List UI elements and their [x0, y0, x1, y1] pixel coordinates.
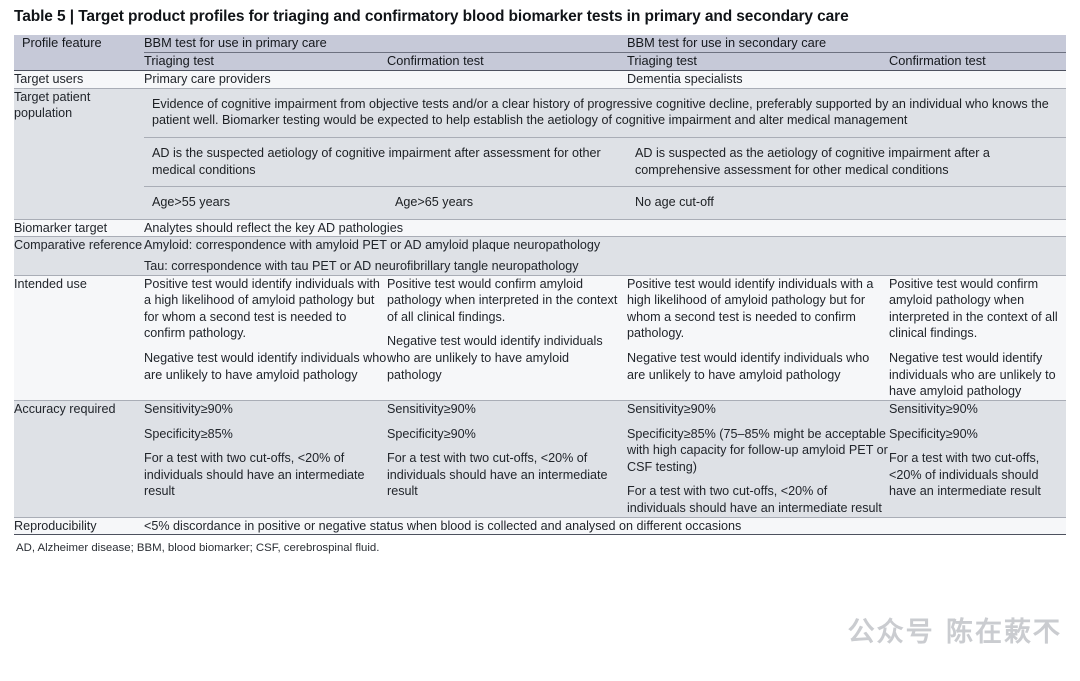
accuracy-cutoff-note: For a test with two cut-offs, <20% of in… — [387, 451, 608, 499]
cell-accuracy-primary-triaging: Sensitivity≥90% Specificity≥85% For a te… — [144, 399, 387, 518]
row-label-target-patient-population: Target patient population — [14, 87, 144, 220]
table-row-accuracy-required: Accuracy required Sensitivity≥90% Specif… — [14, 399, 1066, 518]
accuracy-sensitivity: Sensitivity≥90% — [387, 401, 476, 416]
cell-comparative-reference-content: Amyloid: correspondence with amyloid PET… — [144, 236, 1066, 276]
header-profile-feature: Profile feature — [14, 35, 144, 71]
accuracy-cutoff-note: For a test with two cut-offs, <20% of in… — [889, 451, 1041, 499]
cell-accuracy-secondary-confirmation: Sensitivity≥90% Specificity≥90% For a te… — [889, 399, 1066, 518]
header-subgroup-row: Triaging test Confirmation test Triaging… — [14, 52, 1066, 71]
comparative-reference-tau: Tau: correspondence with tau PET or AD n… — [144, 259, 579, 274]
header-group-secondary-care: BBM test for use in secondary care — [627, 35, 1066, 54]
cell-target-patient-population-content: Evidence of cognitive impairment from ob… — [144, 87, 1067, 220]
intended-use-negative-text: Negative test would identify individuals… — [889, 351, 1056, 399]
row-label-comparative-reference: Comparative reference — [14, 236, 144, 276]
cell-biomarker-target-content: Analytes should reflect the key AD patho… — [144, 218, 1066, 237]
table-row-intended-use: Intended use Positive test would identif… — [14, 274, 1066, 401]
intended-use-positive-text: Positive test would confirm amyloid path… — [889, 276, 1058, 341]
header-primary-triaging-test: Triaging test — [144, 52, 387, 71]
accuracy-cutoff-note: For a test with two cut-offs, <20% of in… — [627, 484, 882, 515]
table-header: Profile feature BBM test for use in prim… — [14, 35, 1066, 71]
subrow-population-evidence: Evidence of cognitive impairment from ob… — [144, 88, 1067, 138]
cell-population-aetiology-secondary: AD is suspected as the aetiology of cogn… — [627, 136, 1067, 187]
accuracy-specificity: Specificity≥90% — [387, 426, 476, 441]
cell-intended-use-primary-confirmation: Positive test would confirm amyloid path… — [387, 274, 627, 401]
row-label-accuracy-required: Accuracy required — [14, 399, 144, 518]
intended-use-positive-text: Positive test would identify individuals… — [627, 276, 874, 341]
intended-use-positive-text: Positive test would identify individuals… — [144, 276, 380, 341]
table-row-target-users: Target users Primary care providers Deme… — [14, 70, 1066, 89]
accuracy-sensitivity: Sensitivity≥90% — [889, 401, 978, 416]
cell-intended-use-primary-triaging: Positive test would identify individuals… — [144, 274, 387, 401]
cell-reproducibility-content: <5% discordance in positive or negative … — [144, 516, 1066, 535]
table-bottom-rule — [14, 534, 1066, 536]
table-footnote: AD, Alzheimer disease; BBM, blood biomar… — [16, 542, 380, 555]
cell-target-users-secondary: Dementia specialists — [627, 70, 1066, 89]
cell-target-users-primary: Primary care providers — [144, 70, 627, 89]
accuracy-specificity: Specificity≥90% — [889, 426, 978, 441]
page-title: Table 5 | Target product profiles for tr… — [14, 8, 849, 25]
intended-use-negative-text: Negative test would identify individuals… — [627, 351, 870, 382]
cell-intended-use-secondary-confirmation: Positive test would confirm amyloid path… — [889, 274, 1066, 401]
table-row-target-patient-population: Target patient population Evidence of co… — [14, 87, 1067, 220]
subrow-population-age: Age>55 years Age>65 years No age cut-off — [144, 186, 1067, 219]
header-secondary-confirmation-test: Confirmation test — [889, 52, 1066, 71]
target-population-subtable: Evidence of cognitive impairment from ob… — [144, 88, 1067, 219]
accuracy-sensitivity: Sensitivity≥90% — [627, 401, 716, 416]
subrow-population-aetiology: AD is the suspected aetiology of cogniti… — [144, 136, 1067, 187]
cell-population-evidence: Evidence of cognitive impairment from ob… — [144, 88, 1067, 138]
header-primary-confirmation-test: Confirmation test — [387, 52, 627, 71]
intended-use-negative-text: Negative test would identify individuals… — [387, 334, 603, 382]
cell-age-primary-triaging: Age>55 years — [144, 186, 387, 219]
accuracy-specificity: Specificity≥85% (75–85% might be accepta… — [627, 426, 888, 474]
cell-age-secondary: No age cut-off — [627, 186, 1067, 219]
header-secondary-triaging-test: Triaging test — [627, 52, 889, 71]
cell-accuracy-primary-confirmation: Sensitivity≥90% Specificity≥90% For a te… — [387, 399, 627, 518]
header-group-row: Profile feature BBM test for use in prim… — [14, 35, 1066, 71]
cell-accuracy-secondary-triaging: Sensitivity≥90% Specificity≥85% (75–85% … — [627, 399, 889, 518]
cell-intended-use-secondary-triaging: Positive test would identify individuals… — [627, 274, 889, 401]
comparative-reference-amyloid: Amyloid: correspondence with amyloid PET… — [144, 238, 601, 253]
table-body: Target users Primary care providers Deme… — [14, 70, 1067, 536]
row-label-intended-use: Intended use — [14, 274, 144, 401]
header-bottom-rule — [14, 70, 1066, 71]
accuracy-specificity: Specificity≥85% — [144, 426, 233, 441]
intended-use-positive-text: Positive test would confirm amyloid path… — [387, 276, 618, 324]
table-row-reproducibility: Reproducibility <5% discordance in posit… — [14, 516, 1066, 535]
watermark-overlay: 公众号 陈在蔌𣎴 — [847, 617, 1062, 648]
accuracy-cutoff-note: For a test with two cut-offs, <20% of in… — [144, 451, 365, 499]
table-row-comparative-reference: Comparative reference Amyloid: correspon… — [14, 236, 1066, 276]
row-label-reproducibility: Reproducibility — [14, 516, 144, 535]
target-product-profiles-table: Profile feature BBM test for use in prim… — [14, 35, 1067, 536]
intended-use-negative-text: Negative test would identify individuals… — [144, 351, 387, 382]
header-group-primary-care: BBM test for use in primary care — [144, 35, 627, 54]
cell-age-primary-confirmation: Age>65 years — [387, 186, 627, 219]
table-row-biomarker-target: Biomarker target Analytes should reflect… — [14, 218, 1066, 237]
row-label-biomarker-target: Biomarker target — [14, 218, 144, 237]
accuracy-sensitivity: Sensitivity≥90% — [144, 401, 233, 416]
cell-population-aetiology-primary: AD is the suspected aetiology of cogniti… — [144, 136, 627, 187]
row-label-target-users: Target users — [14, 70, 144, 89]
